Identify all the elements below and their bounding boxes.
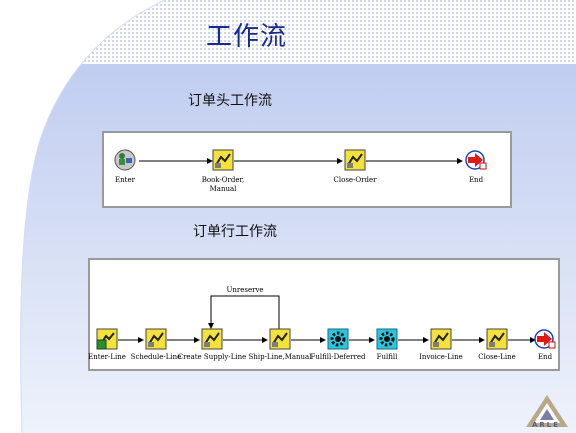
node-label-schedule-line: Schedule-Line	[130, 353, 182, 361]
activity-icon[interactable]	[269, 328, 291, 350]
activity-icon[interactable]	[212, 149, 234, 171]
end-arrow-icon[interactable]	[534, 328, 556, 350]
node-label-ship-line: Ship-Line,Manual	[248, 353, 312, 361]
header-workflow-panel: Enter Book-Order, Manual Close-Order End	[102, 131, 512, 208]
node-label-close-order: Close-Order	[333, 176, 377, 184]
node-label-end: End	[468, 176, 484, 184]
node-label-close-line: Close-Line	[478, 353, 516, 361]
line-workflow-connectors	[118, 295, 536, 343]
activity-icon[interactable]	[201, 328, 223, 350]
gear-icon[interactable]	[327, 328, 349, 350]
logo-text: ARLE	[532, 421, 561, 429]
node-label-end-line: End	[537, 353, 553, 361]
activity-icon[interactable]	[344, 149, 366, 171]
enter-activity-icon[interactable]	[96, 328, 118, 350]
enter-icon[interactable]	[114, 149, 136, 171]
activity-icon[interactable]	[486, 328, 508, 350]
company-logo	[526, 395, 568, 427]
node-label-book-order: Book-Order,	[201, 176, 245, 184]
node-label-book-order-line2: Manual	[209, 185, 237, 193]
header-workflow-heading: 订单头工作流	[188, 93, 272, 109]
line-workflow-heading: 订单行工作流	[193, 224, 277, 240]
loop-label-unreserve: Unreserve	[226, 286, 264, 294]
activity-icon[interactable]	[430, 328, 452, 350]
node-label-create-supply-line: Create Supply-Line	[177, 353, 247, 361]
node-label-fulfill-deferred: Fulfill-Deferred	[310, 353, 366, 361]
gear-icon[interactable]	[376, 328, 398, 350]
node-label-enter-line: Enter-Line	[88, 353, 126, 361]
node-label-enter: Enter	[115, 176, 135, 184]
end-arrow-icon[interactable]	[465, 149, 487, 171]
node-label-fulfill: Fulfill	[376, 353, 398, 361]
activity-icon[interactable]	[145, 328, 167, 350]
line-workflow-panel: Unreserve Enter-Line Schedule-Line Creat…	[88, 258, 560, 371]
slide-title: 工作流	[206, 22, 288, 52]
header-workflow-connectors	[139, 158, 463, 164]
node-label-invoice-line: Invoice-Line	[419, 353, 463, 361]
